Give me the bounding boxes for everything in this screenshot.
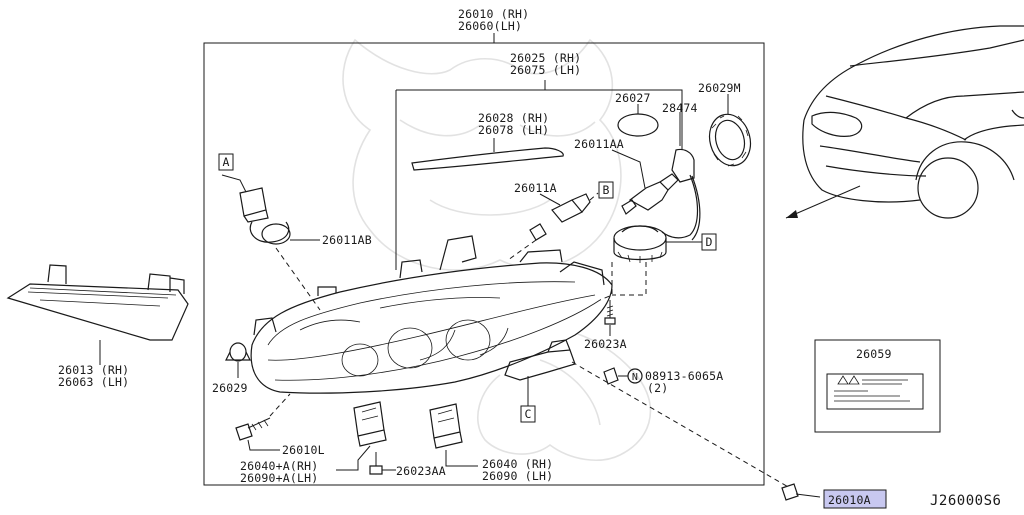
ref-marker-d-box bbox=[701, 233, 717, 251]
ref-marker-b: B bbox=[602, 183, 609, 197]
label-nut-n: N bbox=[632, 372, 638, 383]
grommet-26029 bbox=[225, 342, 251, 362]
label-housing-lh: 26075 (LH) bbox=[510, 63, 581, 77]
bolt-26010a bbox=[781, 483, 821, 501]
label-assembly-rh: 26010 (RH) bbox=[458, 7, 529, 21]
socket-26040-left bbox=[353, 401, 387, 447]
ref-marker-a: A bbox=[222, 155, 229, 169]
arrow-head bbox=[786, 210, 798, 218]
mounting-bracket-26013 bbox=[6, 264, 189, 341]
label-strip-lh: 26078 (LH) bbox=[478, 123, 549, 137]
igniter-unit bbox=[613, 225, 667, 263]
label-housing-rh: 26025 (RH) bbox=[510, 51, 581, 65]
ref-marker-c: C bbox=[524, 407, 531, 421]
label-bolt-26010a: 26010A bbox=[828, 493, 871, 507]
label-bulb-26011ab: 26011AB bbox=[322, 233, 372, 247]
socket-cap-28474 bbox=[661, 112, 701, 241]
label-grommet-26029: 26029 bbox=[212, 381, 248, 395]
housing-bracket-lines bbox=[395, 89, 683, 270]
label-cap-28474: 28474 bbox=[662, 101, 698, 115]
label-bulb-26011aa: 26011AA bbox=[574, 137, 624, 151]
label-socket-right-rh: 26040 (RH) bbox=[482, 457, 553, 471]
nut-08913 bbox=[603, 367, 619, 385]
label-ring-26029m: 26029M bbox=[698, 81, 741, 95]
label-socket-left-lh: 26090+A(LH) bbox=[240, 471, 318, 485]
label-nut-qty: (2) bbox=[647, 381, 668, 395]
watermark-emblem bbox=[342, 38, 652, 461]
ref-marker-c-box bbox=[520, 405, 536, 423]
label-bolt-26010l: 26010L bbox=[282, 443, 325, 457]
screw-26023a bbox=[604, 305, 616, 336]
label-assembly-lh: 26060(LH) bbox=[458, 19, 522, 33]
assembly-frame bbox=[203, 42, 765, 486]
label-strip-rh: 26028 (RH) bbox=[478, 111, 549, 125]
socket-26040-right bbox=[429, 403, 463, 449]
label-screw-26023a: 26023A bbox=[584, 337, 627, 351]
nut-n-marker bbox=[627, 368, 643, 384]
hid-bulb-26011aa bbox=[621, 173, 679, 215]
label-bulb-26027: 26027 bbox=[615, 91, 651, 105]
label-socket-right-lh: 26090 (LH) bbox=[482, 469, 553, 483]
label-screw-26023aa: 26023AA bbox=[396, 464, 446, 478]
bulb-socket-26011ab bbox=[239, 187, 291, 245]
bulb-26011a bbox=[529, 193, 591, 241]
ref-marker-d: D bbox=[705, 235, 712, 249]
ref-marker-a-box bbox=[218, 153, 234, 171]
highlight-box-26010a bbox=[823, 489, 887, 509]
label-26059: 26059 bbox=[856, 347, 892, 361]
bulb-26027-lens bbox=[617, 113, 659, 137]
screw-26023aa bbox=[369, 465, 396, 475]
drawing-code: J26000S6 bbox=[930, 493, 1001, 509]
bolt-26010l bbox=[235, 417, 271, 441]
vehicle-sketch bbox=[802, 25, 1024, 219]
label-bulb-26011a: 26011A bbox=[514, 181, 557, 195]
lamp-ring-26029m bbox=[708, 113, 752, 167]
label-nut-spec: 08913-6065A bbox=[645, 369, 723, 383]
caution-label-26059 bbox=[814, 339, 941, 433]
light-guide-strip bbox=[411, 147, 564, 171]
label-bracket-lh: 26063 (LH) bbox=[58, 375, 129, 389]
ref-marker-b-box bbox=[598, 181, 614, 199]
headlamp-housing bbox=[250, 235, 613, 394]
label-bracket-rh: 26013 (RH) bbox=[58, 363, 129, 377]
label-socket-left-rh: 26040+A(RH) bbox=[240, 459, 318, 473]
